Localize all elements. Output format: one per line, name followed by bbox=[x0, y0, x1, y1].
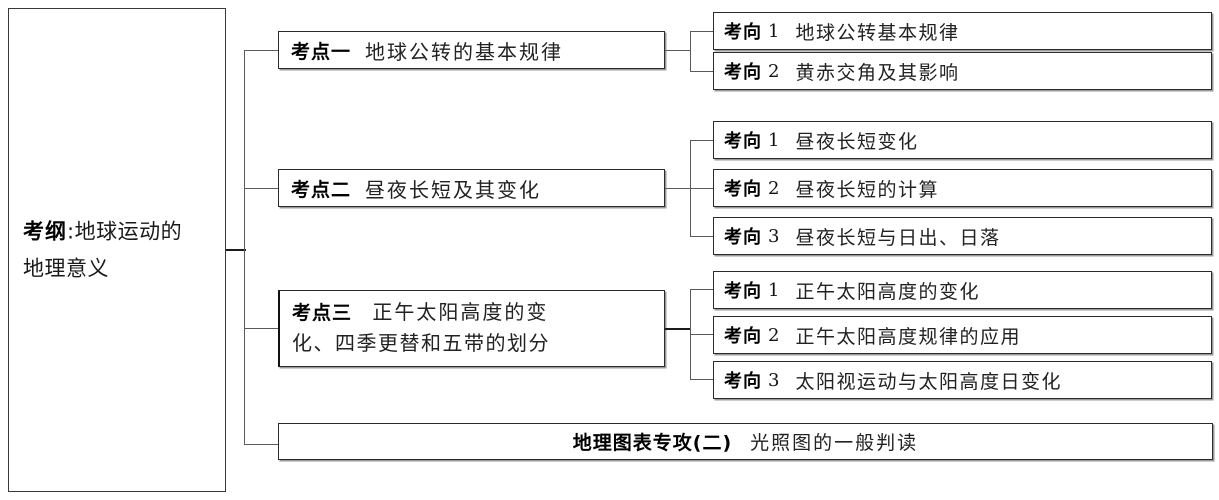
bottom-bar-node[interactable]: 地理图表专攻(二) 光照图的一般判读 bbox=[278, 423, 1213, 460]
kaoxiang-connector-3-2 bbox=[690, 334, 713, 335]
kaodian-title-3-line2: 化、四季更替和五带的划分 bbox=[292, 331, 550, 356]
kaoxiang-title-3-2: 正午太阳高度规律的应用 bbox=[795, 325, 1021, 348]
kaoxiang-label-2-3: 考向 bbox=[724, 227, 762, 248]
kaoxiang-title-3-1: 正午太阳高度的变化 bbox=[795, 280, 980, 303]
kaoxiang-num-1-1: 1 bbox=[768, 20, 780, 42]
kaoxiang-title-2-2: 昼夜长短的计算 bbox=[795, 178, 939, 201]
kaodian2-out-stub bbox=[665, 188, 690, 189]
kaoxiang-title-1-2: 黄赤交角及其影响 bbox=[795, 61, 960, 84]
kaoxiang-node-3-1[interactable]: 考向 1 正午太阳高度的变化 bbox=[713, 271, 1212, 309]
spine-stub-from-root bbox=[226, 249, 246, 251]
kaoxiang-connector-2-2 bbox=[690, 188, 713, 189]
kaodian-label-2: 考点二 bbox=[291, 178, 352, 201]
root-node-line2: 地理意义 bbox=[23, 256, 109, 280]
kaoxiang-connector-1-2 bbox=[690, 71, 713, 72]
kaoxiang-node-2-3[interactable]: 考向 3 昼夜长短与日出、日落 bbox=[713, 217, 1212, 255]
kaoxiang-node-3-3[interactable]: 考向 3 太阳视运动与太阳高度日变化 bbox=[713, 361, 1212, 399]
kaoxiang-label-2-2: 考向 bbox=[724, 179, 762, 200]
kaoxiang-label-3-1: 考向 bbox=[724, 281, 762, 302]
kaoxiang-label-1-2: 考向 bbox=[724, 62, 762, 83]
kaoxiang-label-3-2: 考向 bbox=[724, 326, 762, 347]
main-spine-vertical bbox=[244, 50, 245, 445]
kaodian1-out-stub bbox=[665, 50, 690, 51]
kaoxiang-connector-3-3 bbox=[690, 379, 713, 380]
kaoxiang-node-3-2[interactable]: 考向 2 正午太阳高度规律的应用 bbox=[713, 316, 1212, 354]
kaoxiang-label-1-1: 考向 bbox=[724, 22, 762, 43]
kaoxiang-connector-3-1 bbox=[690, 289, 713, 290]
kaoxiang-connector-2-1 bbox=[690, 140, 713, 141]
root-node-syllabus: 考纲:地球运动的 地理意义 bbox=[8, 8, 226, 492]
kaoxiang-connector-1-1 bbox=[690, 31, 713, 32]
kaoxiang-node-2-1[interactable]: 考向 1 昼夜长短变化 bbox=[713, 121, 1212, 159]
branch-connector-3 bbox=[244, 328, 278, 329]
kaoxiang-title-2-1: 昼夜长短变化 bbox=[795, 130, 919, 153]
root-node-separator: : bbox=[67, 219, 75, 244]
kaoxiang-num-3-3: 3 bbox=[768, 369, 780, 391]
root-node-line1-rest: 地球运动的 bbox=[74, 219, 183, 244]
kaodian-node-3-line1: 考点三 正午太阳高度的变 bbox=[292, 297, 654, 328]
kaodian-title-1: 地球公转的基本规律 bbox=[365, 39, 564, 64]
kaodian-title-2: 昼夜长短及其变化 bbox=[365, 177, 542, 202]
branch-connector-1 bbox=[244, 50, 278, 51]
bottom-bar-title: 光照图的一般判读 bbox=[750, 432, 919, 454]
kaoxiang-num-1-2: 2 bbox=[768, 60, 780, 82]
root-node-line1: 考纲:地球运动的 bbox=[23, 213, 215, 250]
kaoxiang-node-1-1[interactable]: 考向 1 地球公转基本规律 bbox=[713, 12, 1212, 50]
kaoxiang-num-2-1: 1 bbox=[768, 129, 780, 151]
kaoxiang-title-2-3: 昼夜长短与日出、日落 bbox=[795, 226, 1001, 249]
kaoxiang-num-3-2: 2 bbox=[768, 324, 780, 346]
kaoxiang-connector-2-3 bbox=[690, 236, 713, 237]
kaoxiang-label-2-1: 考向 bbox=[724, 131, 762, 152]
kaoxiang-label-3-3: 考向 bbox=[724, 371, 762, 392]
bottom-bar-label: 地理图表专攻(二) bbox=[572, 432, 733, 454]
kaodian1-child-spine bbox=[690, 31, 691, 71]
kaodian-node-1[interactable]: 考点一 地球公转的基本规律 bbox=[278, 31, 665, 69]
kaodian3-out-stub bbox=[665, 328, 690, 330]
kaoxiang-num-3-1: 1 bbox=[768, 279, 780, 301]
kaodian-node-2[interactable]: 考点二 昼夜长短及其变化 bbox=[278, 169, 665, 207]
kaodian-label-1: 考点一 bbox=[291, 40, 352, 63]
kaoxiang-title-1-1: 地球公转基本规律 bbox=[795, 21, 960, 44]
kaoxiang-node-1-2[interactable]: 考向 2 黄赤交角及其影响 bbox=[713, 52, 1212, 90]
kaoxiang-title-3-3: 太阳视运动与太阳高度日变化 bbox=[795, 370, 1062, 393]
kaodian-node-3[interactable]: 考点三 正午太阳高度的变 化、四季更替和五带的划分 bbox=[278, 290, 665, 367]
branch-connector-2 bbox=[244, 188, 278, 189]
kaodian-label-3: 考点三 bbox=[292, 302, 353, 324]
kaoxiang-num-2-2: 2 bbox=[768, 177, 780, 199]
kaodian-title-3-line1: 正午太阳高度的变 bbox=[372, 300, 549, 324]
kaoxiang-node-2-2[interactable]: 考向 2 昼夜长短的计算 bbox=[713, 169, 1212, 207]
root-node-text: 考纲:地球运动的 地理意义 bbox=[23, 213, 215, 287]
branch-connector-4 bbox=[244, 444, 278, 445]
kaoxiang-num-2-3: 3 bbox=[768, 225, 780, 247]
root-node-keyword: 考纲 bbox=[23, 219, 67, 244]
